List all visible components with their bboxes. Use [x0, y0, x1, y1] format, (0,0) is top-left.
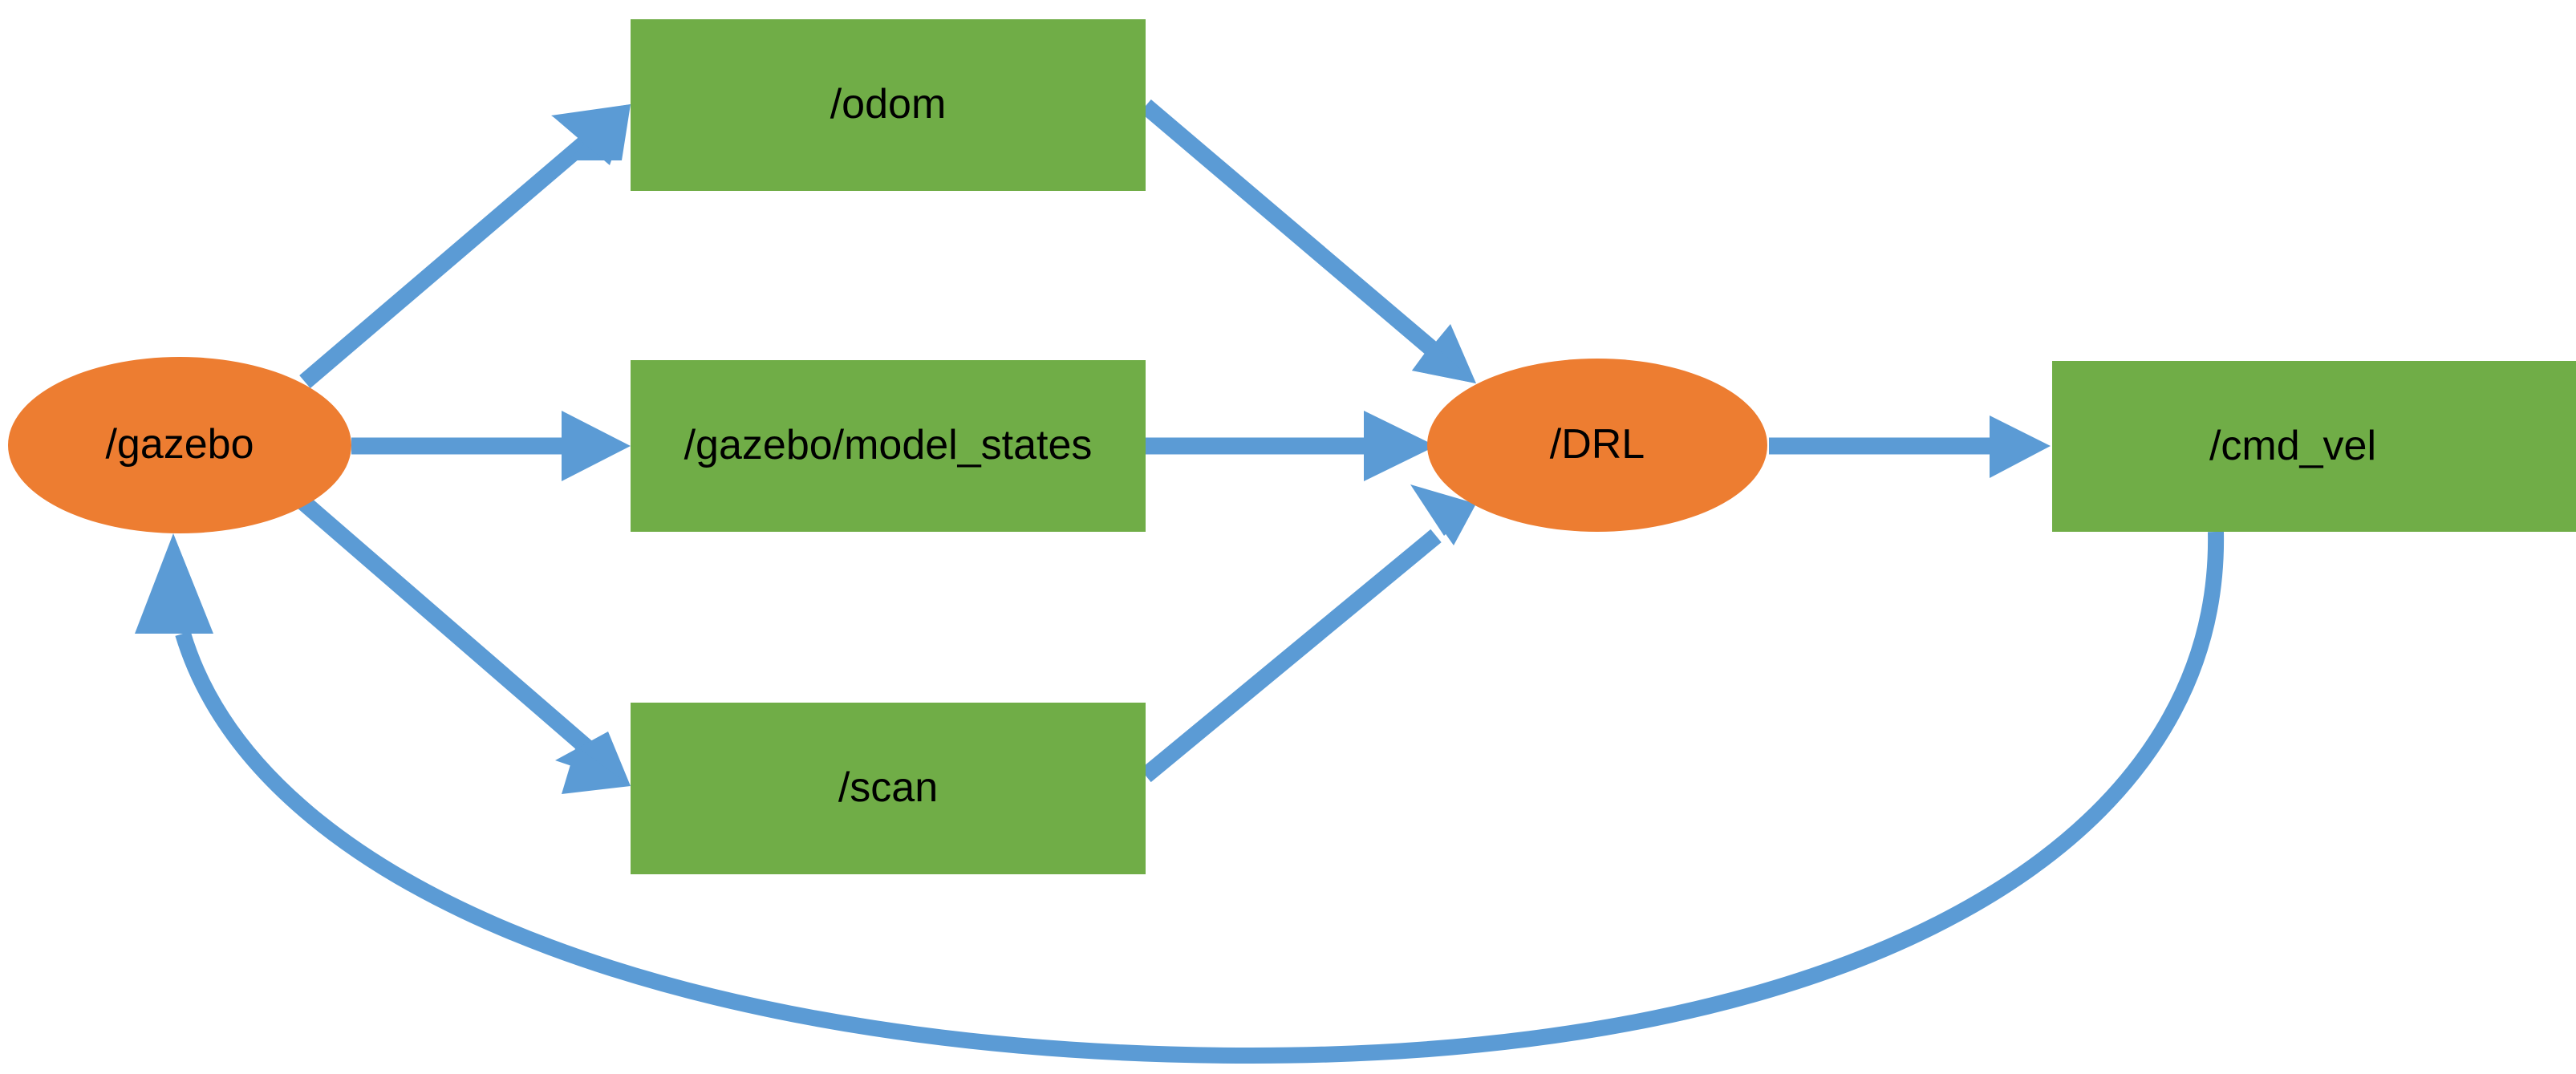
arrowhead-icon-body: [554, 104, 631, 165]
edge-cmd-vel-to-gazebo-feedback[interactable]: [135, 531, 2225, 1064]
node-gazebo[interactable]: [8, 357, 351, 533]
arrowhead-icon: [1990, 415, 2051, 478]
arrowhead-icon-wing: [562, 746, 631, 794]
edge-line: [298, 496, 607, 767]
edge-gazebo-to-scan[interactable]: [298, 496, 631, 794]
edge-drl-to-cmd-vel[interactable]: [1769, 415, 2051, 478]
arrowhead-icon-wing: [1412, 343, 1476, 383]
edge-gazebo-to-odom[interactable]: [299, 104, 631, 388]
edge-scan-to-drl[interactable]: [1140, 484, 1476, 783]
arrowhead-icon: [135, 533, 213, 634]
edge-line: [299, 119, 611, 388]
node-drl[interactable]: [1427, 359, 1767, 532]
edge-line: [1140, 99, 1438, 357]
edge-odom-to-drl[interactable]: [1140, 99, 1476, 383]
node-scan[interactable]: [631, 703, 1146, 874]
nodes-layer: [8, 19, 2576, 874]
edge-line: [1140, 529, 1442, 783]
arrowhead-icon: [562, 411, 631, 481]
edge-model-states-to-drl[interactable]: [1146, 411, 1436, 481]
node-gazebo-model-states[interactable]: [631, 360, 1146, 532]
edge-gazebo-to-model-states[interactable]: [351, 411, 631, 481]
arrowhead-icon: [1364, 411, 1436, 481]
arrowhead-icon-wing: [1412, 486, 1476, 545]
edges-layer: [135, 99, 2225, 1064]
node-cmd-vel[interactable]: [2052, 361, 2576, 532]
node-odom[interactable]: [631, 19, 1146, 191]
edge-curve: [175, 531, 2225, 1064]
